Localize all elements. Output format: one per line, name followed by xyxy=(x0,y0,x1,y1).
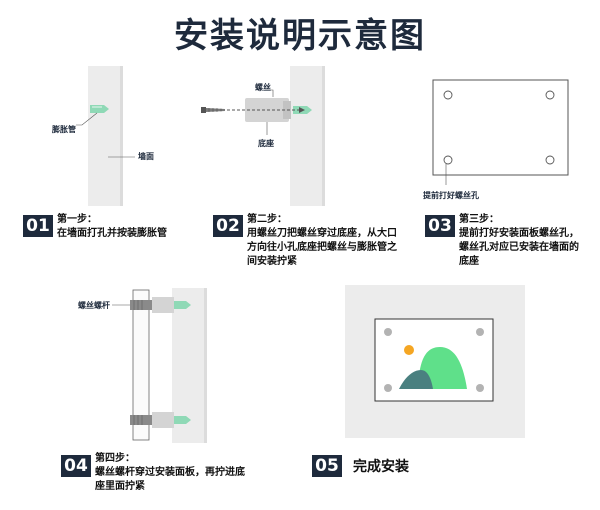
screw-leader-line xyxy=(265,89,274,97)
wall-panel xyxy=(88,66,123,206)
hill-light xyxy=(418,347,467,389)
tube-leader-line xyxy=(76,112,98,126)
label-screw-rod: 螺丝螺杆 xyxy=(78,300,110,310)
step5-diagram xyxy=(345,285,525,438)
hole-top-right xyxy=(545,90,555,100)
step-2-line-3: 间安装拧紧 xyxy=(247,256,297,267)
wall-shadow xyxy=(120,66,123,206)
base-lower xyxy=(152,412,174,428)
step-4-line-1: 螺丝螺杆穿过安装面板，再拧进底 xyxy=(95,467,245,478)
hole-bottom-right xyxy=(545,155,555,165)
step4-diagram: 螺丝螺杆 xyxy=(78,288,207,443)
acrylic-panel xyxy=(432,79,569,176)
step-2-heading: 第二步： xyxy=(247,214,287,225)
step3-diagram: 提前打好螺丝孔 xyxy=(423,79,569,200)
step1-diagram: 膨胀管 墙面 xyxy=(51,66,154,206)
step-2-line-1: 用螺丝刀把螺丝穿过底座，从大口 xyxy=(247,228,397,239)
label-screw: 螺丝 xyxy=(255,82,271,92)
expansion-tube-upper xyxy=(174,301,191,309)
step2-diagram: 螺丝 底座 xyxy=(201,66,325,206)
step-number-05: 05 xyxy=(312,455,342,477)
screw-icon xyxy=(201,107,225,113)
step-3-line-2: 螺丝孔对应已安装在墙面的 xyxy=(459,242,579,253)
step-1-heading: 第一步： xyxy=(57,214,97,225)
sun-icon xyxy=(404,345,414,355)
step-4-line-2: 座里面拧紧 xyxy=(95,481,145,492)
step-3-text: 第三步： 提前打好安装面板螺丝孔， 螺丝孔对应已安装在墙面的 底座 xyxy=(459,213,599,269)
step-number-03: 03 xyxy=(425,215,455,237)
base-upper xyxy=(152,297,174,313)
step-4-text: 第四步： 螺丝螺杆穿过安装面板，再拧进底 座里面拧紧 xyxy=(95,452,285,494)
label-wall: 墙面 xyxy=(138,151,154,161)
page-title: 安装说明示意图 xyxy=(174,16,426,56)
step-number-02: 02 xyxy=(213,215,243,237)
step-3-line-3: 底座 xyxy=(459,256,479,267)
step-2-text: 第二步： 用螺丝刀把螺丝穿过底座，从大口 方向往小孔底座把螺丝与膨胀管之 间安装… xyxy=(247,213,422,269)
step-3-line-1: 提前打好安装面板螺丝孔， xyxy=(459,228,579,239)
wall-panel xyxy=(290,66,325,206)
acrylic-panel-side xyxy=(132,289,150,441)
hole-top-left xyxy=(443,90,453,100)
hole-bottom-left xyxy=(443,155,453,165)
step-1-text: 第一步： 在墙面打孔并按装膨胀管 xyxy=(57,213,207,241)
step-number-04: 04 xyxy=(61,455,91,477)
expansion-tube-lower xyxy=(174,416,191,424)
step-4-heading: 第四步： xyxy=(95,453,135,464)
step-5-heading: 完成安装 xyxy=(353,459,409,475)
label-expansion-tube: 膨胀管 xyxy=(51,124,76,134)
picture-icon xyxy=(397,339,471,389)
label-predrilled-hole: 提前打好螺丝孔 xyxy=(423,190,479,200)
step-3-heading: 第三步： xyxy=(459,214,499,225)
hill-dark xyxy=(399,370,433,389)
label-base: 底座 xyxy=(257,138,274,148)
step-2-line-2: 方向往小孔底座把螺丝与膨胀管之 xyxy=(247,242,397,253)
step-number-01: 01 xyxy=(23,215,53,237)
step-1-line-1: 在墙面打孔并按装膨胀管 xyxy=(57,228,167,239)
